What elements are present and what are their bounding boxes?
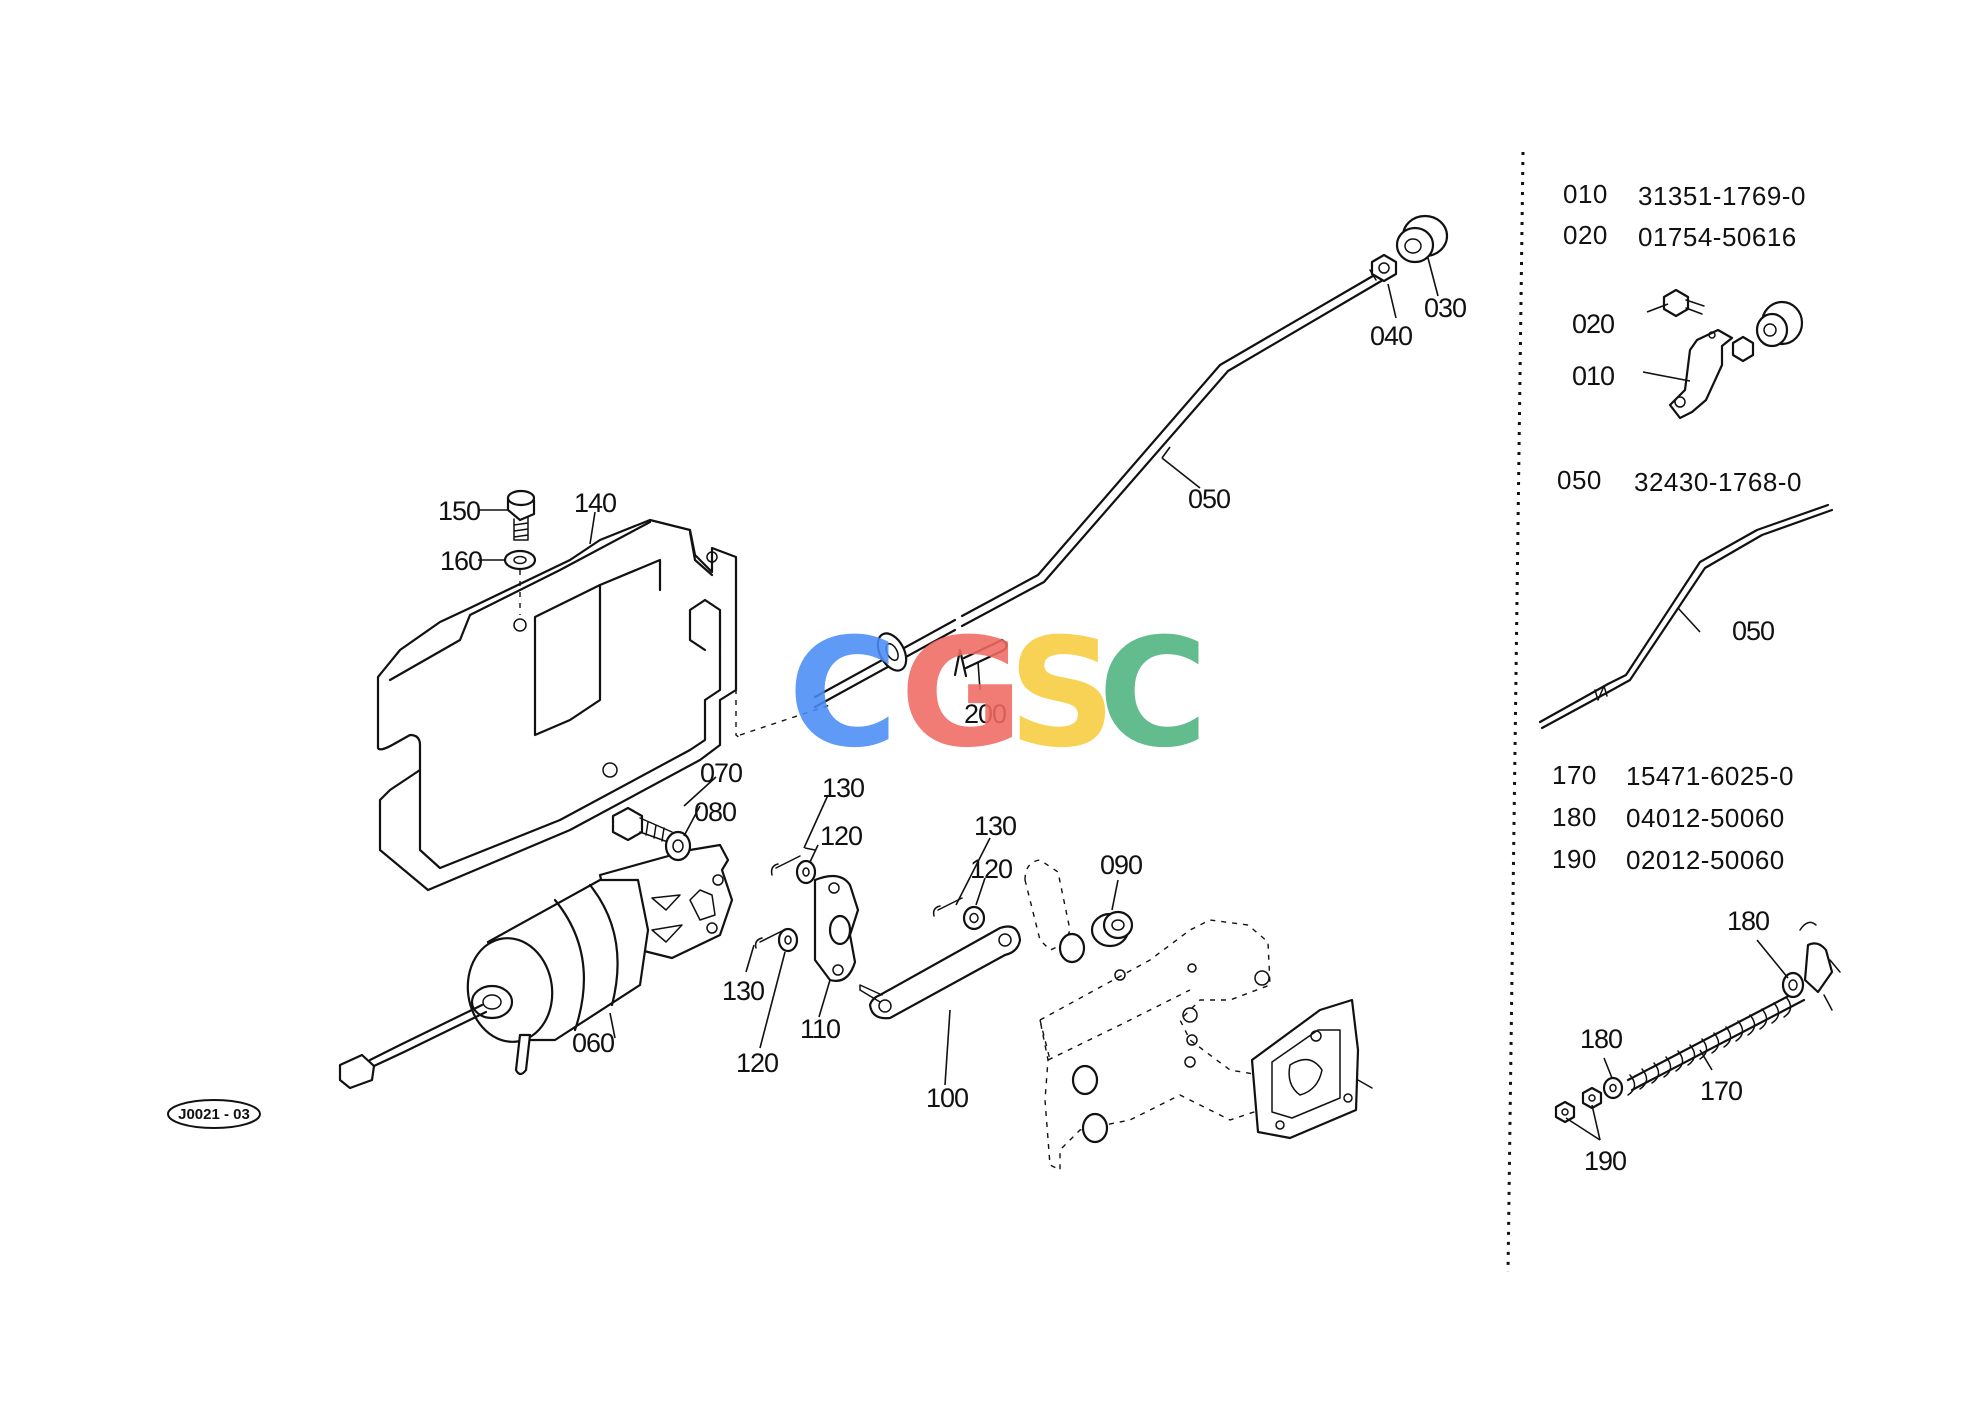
- callout-120-bottom: 120: [736, 1048, 778, 1078]
- rod-100: [859, 925, 1022, 1020]
- callout-010: 010: [1572, 361, 1614, 391]
- panel-separator: [1506, 151, 1525, 1273]
- callout-070: 070: [700, 758, 742, 788]
- cover-140: [376, 518, 831, 892]
- callout-100: 100: [926, 1083, 968, 1113]
- parts-legend: 010 31351-1769-0 020 01754-50616 050 324…: [1552, 179, 1806, 875]
- legend-row-020: 020 01754-50616: [1563, 220, 1797, 252]
- callout-120-right: 120: [970, 854, 1012, 884]
- callout-130-bottom: 130: [722, 976, 764, 1006]
- spring-170: [1626, 921, 1841, 1096]
- legend-part-number: 01754-50616: [1638, 222, 1797, 252]
- diagram-code-badge: J0021 - 03: [167, 1099, 261, 1129]
- callout-160: 160: [440, 546, 482, 576]
- callout-090: 090: [1100, 850, 1142, 880]
- legend-row-180: 180 04012-50060: [1552, 802, 1785, 833]
- leader-lines: [478, 257, 1789, 1141]
- legend-ref: 020: [1563, 220, 1608, 250]
- bracket-010: [1668, 328, 1734, 420]
- callout-140: 140: [574, 488, 616, 518]
- callout-180-right: 180: [1727, 906, 1769, 936]
- legend-row-170: 170 15471-6025-0: [1552, 760, 1794, 791]
- callout-180-left: 180: [1580, 1024, 1622, 1054]
- legend-ref: 010: [1563, 179, 1608, 209]
- bolt-020: [1662, 288, 1705, 318]
- bolt-150: [506, 489, 536, 541]
- callout-080: 080: [694, 797, 736, 827]
- panel-nut-and-knob: [1731, 300, 1804, 363]
- washer-120-right: [962, 905, 986, 931]
- callout-050-panel: 050: [1732, 616, 1774, 646]
- callout-170: 170: [1700, 1076, 1742, 1106]
- watermark-letter-3: S: [1008, 607, 1116, 781]
- watermark-letter-4: C: [1098, 607, 1208, 781]
- pins-130-left: [754, 855, 801, 949]
- legend-part-number: 04012-50060: [1626, 803, 1785, 833]
- callout-040: 040: [1370, 321, 1412, 351]
- legend-part-number: 02012-50060: [1626, 845, 1785, 875]
- legend-row-190: 190 02012-50060: [1552, 844, 1785, 875]
- callout-030: 030: [1424, 293, 1466, 323]
- bolt-070: [611, 806, 673, 843]
- callout-200: 200: [964, 699, 1006, 729]
- legend-part-number: 15471-6025-0: [1626, 761, 1794, 791]
- washer-160: [503, 549, 537, 615]
- callout-labels: 030 040 050 150 140 160 070 080 060 130 …: [438, 293, 1775, 1176]
- callout-150: 150: [438, 496, 480, 526]
- legend-ref: 180: [1552, 802, 1597, 832]
- diagram-code: J0021 - 03: [178, 1106, 250, 1123]
- legend-row-010: 010 31351-1769-0: [1563, 179, 1806, 211]
- callout-190: 190: [1584, 1146, 1626, 1176]
- panel-rod-050: [1538, 503, 1834, 730]
- callout-130-right: 130: [974, 811, 1016, 841]
- nuts-190: [1554, 1086, 1603, 1124]
- washer-180: [1602, 1076, 1624, 1100]
- callout-120-top: 120: [820, 821, 862, 851]
- watermark-letter-1: C: [788, 607, 898, 781]
- legend-ref: 190: [1552, 844, 1597, 874]
- legend-row-050: 050 32430-1768-0: [1557, 465, 1802, 497]
- governor-housing: [1024, 859, 1373, 1172]
- callout-110: 110: [800, 1014, 840, 1044]
- rod-050: [813, 263, 1385, 709]
- legend-ref: 050: [1557, 465, 1602, 495]
- nut-040: [1370, 253, 1398, 283]
- callout-020: 020: [1572, 309, 1614, 339]
- knob-030: [1395, 214, 1449, 264]
- watermark-letter-2: G: [900, 607, 1023, 781]
- legend-part-number: 32430-1768-0: [1634, 467, 1802, 497]
- lever-110: [813, 874, 860, 982]
- solenoid-060: [338, 843, 734, 1090]
- watermark-logo: C G S C: [788, 607, 1208, 781]
- legend-part-number: 31351-1769-0: [1638, 181, 1806, 211]
- callout-060: 060: [572, 1028, 614, 1058]
- washer-080: [664, 830, 692, 862]
- callout-130-top: 130: [822, 773, 864, 803]
- washers-120-left: [777, 859, 817, 953]
- grommet-090: [1090, 910, 1134, 948]
- clip-200: [953, 638, 1008, 678]
- legend-ref: 170: [1552, 760, 1597, 790]
- callout-050: 050: [1188, 484, 1230, 514]
